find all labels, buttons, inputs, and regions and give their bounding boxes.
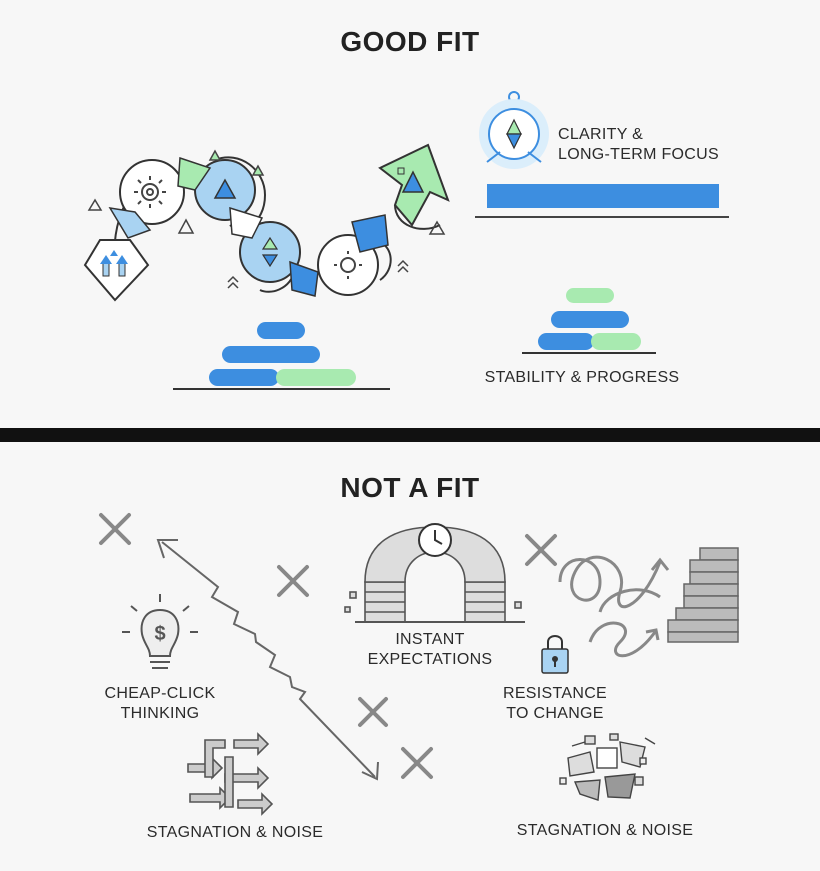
flow-arrow-1 (108, 207, 152, 239)
big-up-arrow (378, 143, 450, 227)
compass-icon (479, 91, 549, 169)
clarity-label-line2: LONG-TERM FOCUS (558, 146, 719, 163)
decor-triangles (87, 149, 446, 289)
x-icon (277, 565, 309, 597)
not-a-fit-title: NOT A FIT (340, 472, 480, 503)
x-icon (525, 534, 557, 566)
node-updown (239, 221, 301, 283)
resistance-label-line2: TO CHANGE (506, 705, 604, 722)
x-icon (99, 513, 131, 545)
upload-shield-icon (83, 239, 150, 302)
stagnation-left-label: STAGNATION & NOISE (146, 824, 324, 841)
tangled-arrows-icon (558, 555, 670, 658)
x-icons (99, 513, 557, 779)
conflicting-arrows-icon (187, 732, 274, 816)
instant-label-line1: INSTANT (395, 631, 465, 648)
node-gear-1 (119, 159, 185, 225)
section-divider (0, 428, 820, 442)
brick-wall-icon (667, 547, 739, 643)
left-stack (173, 322, 390, 390)
lightbulb-dollar-icon: $ (122, 594, 198, 669)
gear-icon (334, 251, 362, 279)
clarity-label-line1: CLARITY & (558, 126, 644, 143)
stagnation-right-label: STAGNATION & NOISE (516, 822, 694, 839)
not-a-fit-panel: NOT A FIT $ (0, 442, 820, 871)
flow-arrow-5 (351, 214, 389, 253)
clarity-bar (475, 184, 729, 218)
good-fit-panel: GOOD FIT (0, 0, 820, 428)
zigzag-arrow-icon (156, 539, 379, 781)
shattered-noise-icon (559, 733, 656, 801)
gear-icon (134, 176, 166, 208)
good-fit-illustration (83, 91, 729, 390)
cheap-click-label: CHEAP-CLICK THINKING (90, 684, 230, 724)
x-icon (358, 697, 388, 727)
flow-arrow-2 (177, 156, 212, 191)
right-stack (522, 288, 656, 354)
cheap-label-line2: THINKING (120, 705, 200, 722)
not-a-fit-illustration: $ (99, 513, 739, 816)
instant-expectations-label: INSTANT EXPECTATIONS (355, 630, 505, 670)
stability-label: STABILITY & PROGRESS (484, 369, 680, 386)
broken-arch-clock-icon (344, 523, 525, 623)
lock-icon (541, 635, 569, 674)
clarity-label: CLARITY & LONG-TERM FOCUS (558, 125, 719, 165)
x-icon (401, 747, 433, 779)
cheap-label-line1: CHEAP-CLICK (104, 685, 216, 702)
resistance-label-line1: RESISTANCE (502, 685, 608, 702)
flow-arrow-4 (289, 260, 319, 297)
flow-arrow-3 (229, 206, 264, 239)
instant-label-line2: EXPECTATIONS (367, 651, 493, 668)
svg-text:$: $ (154, 623, 165, 645)
resistance-label: RESISTANCE TO CHANGE (490, 684, 620, 724)
good-fit-title: GOOD FIT (340, 26, 480, 57)
